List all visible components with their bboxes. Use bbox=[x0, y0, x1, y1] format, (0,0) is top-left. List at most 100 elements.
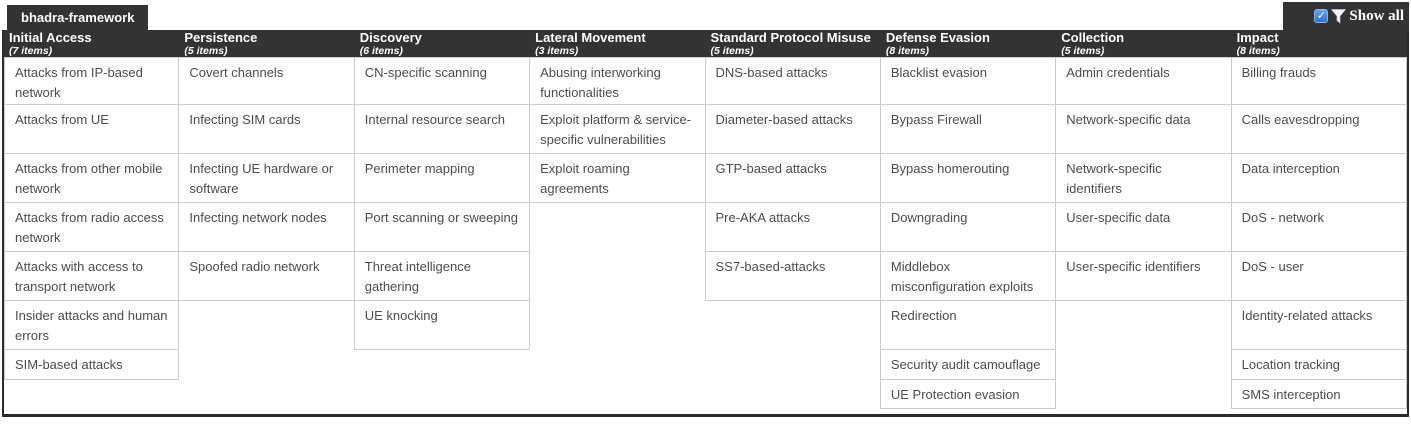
technique-cell[interactable]: Exploit platform & service-specific vuln… bbox=[529, 104, 706, 154]
column-header: Initial Access(7 items) bbox=[4, 30, 179, 58]
technique-cell[interactable]: Identity-related attacks bbox=[1230, 300, 1407, 350]
technique-cell[interactable]: Insider attacks and human errors bbox=[4, 300, 180, 350]
technique-cell[interactable]: DNS-based attacks bbox=[704, 57, 881, 105]
technique-label: Threat intelligence gathering bbox=[364, 259, 471, 294]
technique-label: Middlebox misconfiguration exploits bbox=[890, 259, 1034, 294]
technique-label: Bypass homerouting bbox=[890, 161, 1010, 176]
technique-cell[interactable]: Network-specific identifiers bbox=[1055, 153, 1232, 203]
technique-cell[interactable]: SMS interception bbox=[1230, 379, 1407, 409]
technique-cell[interactable]: Network-specific data bbox=[1055, 104, 1232, 154]
technique-label: CN-specific scanning bbox=[364, 65, 487, 80]
technique-label: Exploit platform & service-specific vuln… bbox=[540, 112, 692, 147]
technique-cell[interactable]: Attacks from radio access network bbox=[4, 202, 180, 252]
layer-tab[interactable]: bhadra-framework bbox=[7, 5, 149, 30]
technique-cell[interactable]: Attacks with access to transport network bbox=[4, 251, 180, 301]
technique-cell[interactable]: Infecting network nodes bbox=[178, 202, 355, 252]
technique-cell[interactable]: Exploit roaming agreements bbox=[529, 153, 706, 203]
technique-label: Internal resource search bbox=[364, 112, 505, 127]
column-item-count: (5 items) bbox=[1061, 45, 1105, 57]
column-item-count: (8 items) bbox=[1236, 45, 1280, 57]
technique-label: UE Protection evasion bbox=[890, 387, 1020, 402]
technique-cell[interactable]: User-specific data bbox=[1055, 202, 1232, 252]
column-item-count: (3 items) bbox=[535, 45, 579, 57]
column-title: Lateral Movement bbox=[535, 30, 646, 45]
technique-cell[interactable]: Pre-AKA attacks bbox=[704, 202, 881, 252]
technique-label: Downgrading bbox=[890, 210, 968, 225]
technique-cell[interactable]: Bypass Firewall bbox=[879, 104, 1057, 154]
technique-cell[interactable]: Spoofed radio network bbox=[178, 251, 355, 301]
technique-label: SMS interception bbox=[1241, 387, 1341, 402]
technique-cell[interactable]: DoS - network bbox=[1230, 202, 1407, 252]
column-header: Persistence(5 items) bbox=[179, 30, 354, 58]
technique-cell[interactable]: SS7-based-attacks bbox=[704, 251, 881, 301]
technique-label: Infecting network nodes bbox=[189, 210, 327, 225]
technique-label: UE knocking bbox=[364, 308, 438, 323]
technique-label: DoS - network bbox=[1241, 210, 1324, 225]
technique-cell[interactable]: Downgrading bbox=[879, 202, 1057, 252]
technique-label: Port scanning or sweeping bbox=[364, 210, 518, 225]
technique-cell[interactable]: Internal resource search bbox=[353, 104, 531, 154]
column-item-count: (5 items) bbox=[184, 45, 228, 57]
technique-cell[interactable]: Infecting SIM cards bbox=[178, 104, 355, 154]
technique-cell[interactable]: Port scanning or sweeping bbox=[353, 202, 531, 252]
technique-label: Billing frauds bbox=[1241, 65, 1317, 80]
technique-label: Infecting SIM cards bbox=[189, 112, 301, 127]
technique-label: Identity-related attacks bbox=[1241, 308, 1373, 323]
technique-cell[interactable]: GTP-based attacks bbox=[704, 153, 881, 203]
technique-cell[interactable]: Attacks from UE bbox=[4, 104, 180, 154]
matrix-header-row: Initial Access(7 items)Persistence(5 ite… bbox=[4, 30, 1407, 57]
show-all-checkbox[interactable]: ✓ bbox=[1314, 9, 1329, 23]
technique-cell[interactable]: Calls eavesdropping bbox=[1230, 104, 1407, 154]
technique-cell[interactable]: Covert channels bbox=[178, 57, 355, 105]
column-title: Collection bbox=[1061, 30, 1125, 45]
technique-cell[interactable]: Data interception bbox=[1230, 153, 1407, 203]
technique-label: DoS - user bbox=[1241, 259, 1304, 274]
technique-cell[interactable]: Attacks from IP-based network bbox=[4, 57, 180, 105]
technique-cell[interactable]: Attacks from other mobile network bbox=[4, 153, 180, 203]
technique-label: User-specific identifiers bbox=[1066, 259, 1201, 274]
technique-cell[interactable]: SIM-based attacks bbox=[4, 349, 180, 380]
technique-label: Insider attacks and human errors bbox=[15, 308, 168, 343]
column-title: Standard Protocol Misuse bbox=[710, 30, 871, 45]
technique-cell[interactable]: UE knocking bbox=[353, 300, 531, 350]
technique-label: SIM-based attacks bbox=[15, 357, 123, 372]
technique-label: Exploit roaming agreements bbox=[540, 161, 630, 196]
technique-label: Data interception bbox=[1241, 161, 1340, 176]
technique-cell[interactable]: CN-specific scanning bbox=[353, 57, 531, 105]
technique-cell[interactable]: Blacklist evasion bbox=[879, 57, 1057, 105]
column-item-count: (6 items) bbox=[359, 45, 403, 57]
show-all-controls: ✓ Show all bbox=[1283, 2, 1409, 30]
technique-cell[interactable]: Diameter-based attacks bbox=[704, 104, 881, 154]
technique-label: Infecting UE hardware or software bbox=[189, 161, 334, 196]
technique-cell[interactable]: Abusing interworking functionalities bbox=[529, 57, 706, 105]
column-header: Defense Evasion(8 items) bbox=[881, 30, 1056, 58]
technique-label: Diameter-based attacks bbox=[715, 112, 853, 127]
technique-cell[interactable]: Infecting UE hardware or software bbox=[178, 153, 355, 203]
technique-label: DNS-based attacks bbox=[715, 65, 828, 80]
technique-label: Security audit camouflage bbox=[890, 357, 1041, 372]
column-header: Impact(8 items) bbox=[1232, 30, 1407, 58]
technique-label: Spoofed radio network bbox=[189, 259, 320, 274]
technique-label: Pre-AKA attacks bbox=[715, 210, 811, 225]
technique-cell[interactable]: Threat intelligence gathering bbox=[353, 251, 531, 301]
technique-cell[interactable]: Bypass homerouting bbox=[879, 153, 1057, 203]
technique-cell[interactable]: DoS - user bbox=[1230, 251, 1407, 301]
show-all-label: Show all bbox=[1349, 7, 1404, 24]
technique-label: Abusing interworking functionalities bbox=[540, 65, 661, 100]
technique-cell[interactable]: Billing frauds bbox=[1230, 57, 1407, 105]
technique-cell[interactable]: Security audit camouflage bbox=[879, 349, 1057, 380]
matrix-panel: Initial Access(7 items)Persistence(5 ite… bbox=[2, 30, 1409, 417]
column-item-count: (7 items) bbox=[9, 45, 53, 57]
technique-cell[interactable]: Perimeter mapping bbox=[353, 153, 531, 203]
technique-cell[interactable]: User-specific identifiers bbox=[1055, 251, 1232, 301]
technique-cell[interactable]: Admin credentials bbox=[1055, 57, 1232, 105]
technique-cell[interactable]: UE Protection evasion bbox=[879, 379, 1057, 409]
technique-label: Attacks from other mobile network bbox=[15, 161, 163, 196]
technique-label: Bypass Firewall bbox=[890, 112, 982, 127]
technique-label: Attacks from UE bbox=[15, 112, 109, 127]
technique-label: Perimeter mapping bbox=[364, 161, 475, 176]
technique-cell[interactable]: Location tracking bbox=[1230, 349, 1407, 380]
technique-cell[interactable]: Middlebox misconfiguration exploits bbox=[879, 251, 1057, 301]
technique-cell[interactable]: Redirection bbox=[879, 300, 1057, 350]
column-title: Defense Evasion bbox=[885, 30, 990, 45]
